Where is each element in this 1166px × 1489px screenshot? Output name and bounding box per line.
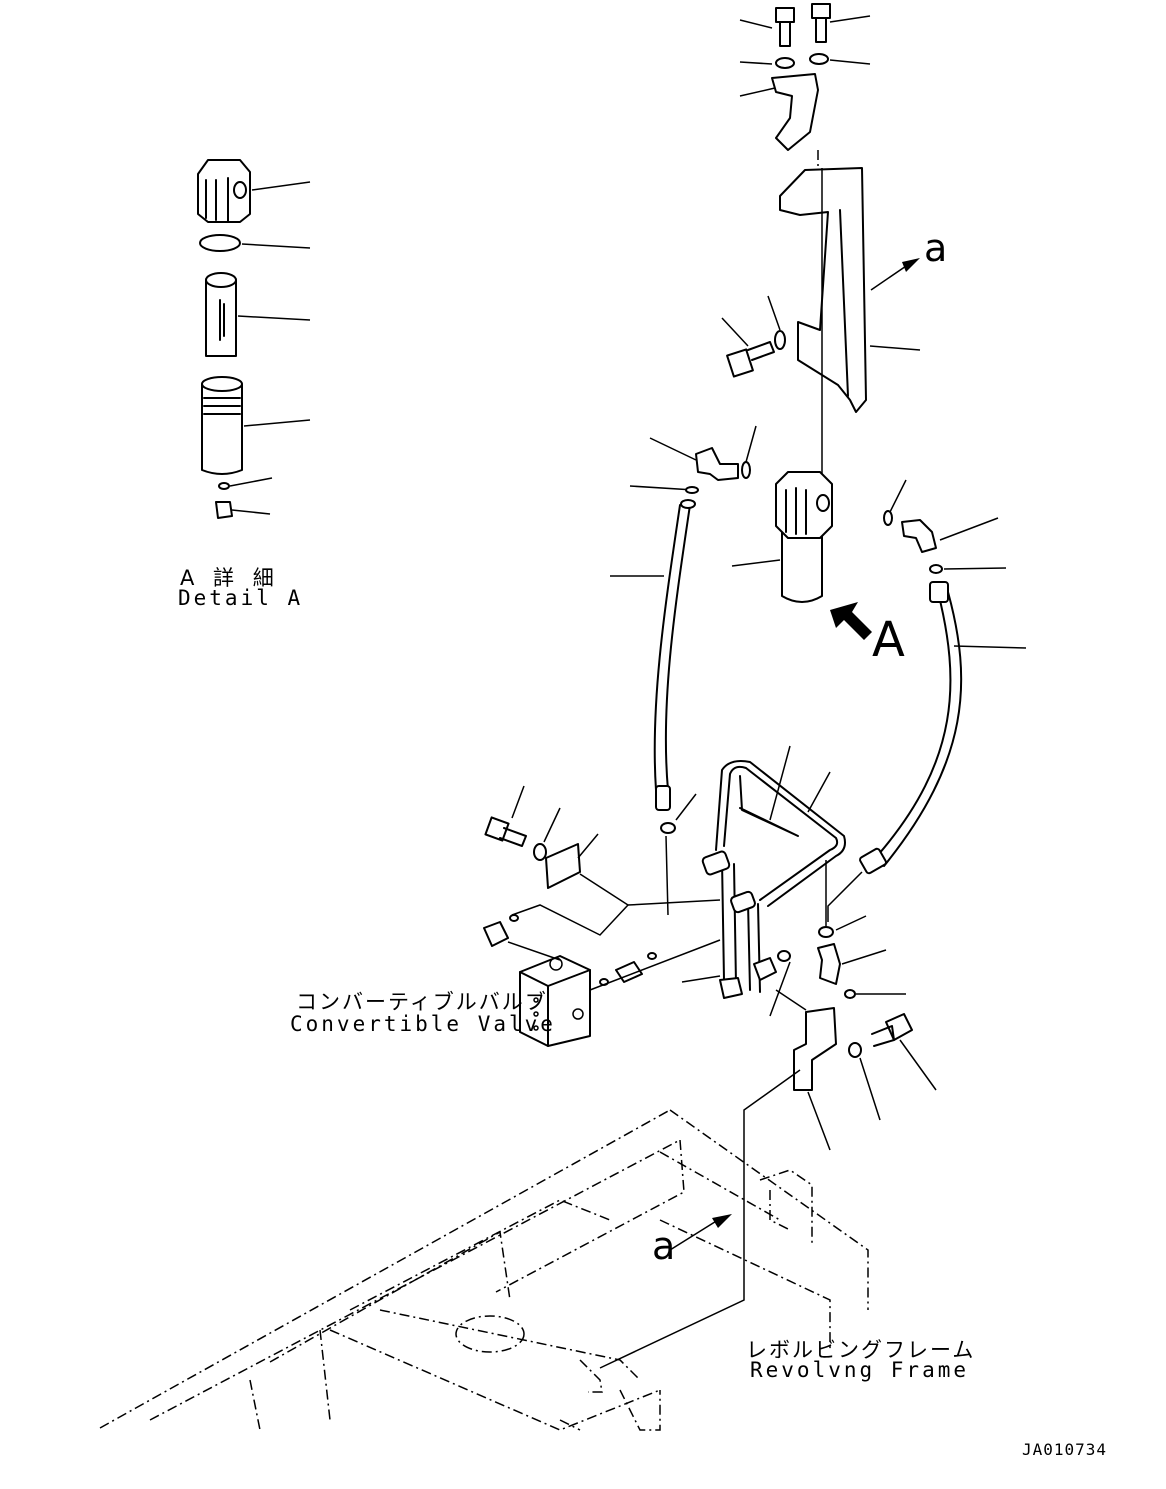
left-hose <box>610 499 697 916</box>
detail-a-view <box>197 159 311 519</box>
left-clamp-set <box>484 785 721 936</box>
bracket-bolt <box>721 295 786 378</box>
tube-assembly <box>681 745 846 1017</box>
arrow-label-top-a: a <box>924 226 948 270</box>
left-elbow-fitting <box>629 425 757 494</box>
convertible-valve-label-en: Convertible Valve <box>290 1012 556 1036</box>
convertible-valve <box>483 914 721 1047</box>
revolving-frame <box>99 1109 869 1431</box>
revolving-frame-label-en: Revolvng Frame <box>750 1358 970 1382</box>
convertible-valve-label-jp: コンバーティブルバルブ <box>296 990 548 1014</box>
lower-clamp-set <box>599 989 937 1369</box>
detail-a-label-en: Detail A <box>178 586 304 610</box>
right-elbow-fitting <box>883 479 1007 574</box>
arrow-label-bottom-a: a <box>652 1224 676 1268</box>
top-bolts <box>739 3 871 97</box>
filter-bracket <box>779 167 921 413</box>
upper-clamp <box>771 73 819 151</box>
view-marker-a: A <box>872 612 905 668</box>
right-lower-fittings <box>817 871 906 999</box>
view-arrow-icon <box>830 602 872 640</box>
right-hose <box>859 581 1027 875</box>
revolving-frame-label-jp: レボルビングフレーム <box>746 1338 976 1362</box>
detail-a-label-jp: A 詳 細 <box>180 566 280 590</box>
drawing-code: JA010734 <box>1022 1440 1108 1459</box>
hydraulic-filter <box>731 471 833 603</box>
